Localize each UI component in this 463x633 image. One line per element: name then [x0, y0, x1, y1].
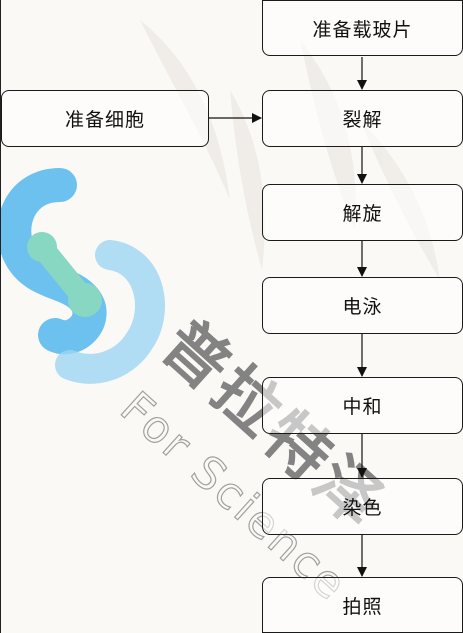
step-label: 解旋: [342, 203, 383, 225]
step-neutralization: 中和: [262, 377, 463, 434]
step-prepare-cells: 准备细胞: [1, 90, 209, 147]
step-unwinding: 解旋: [262, 184, 463, 241]
step-label: 准备细胞: [64, 109, 145, 131]
step-label: 拍照: [342, 595, 383, 618]
step-label: 染色: [342, 497, 383, 519]
step-staining: 染色: [262, 478, 463, 535]
step-imaging: 拍照: [262, 577, 463, 633]
step-label: 准备载玻片: [312, 18, 413, 41]
left-border-line: [0, 0, 1, 633]
step-label: 中和: [342, 396, 383, 418]
brand-logo-icon: [0, 168, 165, 384]
step-electrophoresis: 电泳: [262, 277, 463, 334]
step-lysis: 裂解: [262, 90, 463, 147]
step-label: 电泳: [342, 296, 383, 318]
step-prepare-slides: 准备载玻片: [262, 0, 463, 56]
step-label: 裂解: [342, 109, 383, 131]
